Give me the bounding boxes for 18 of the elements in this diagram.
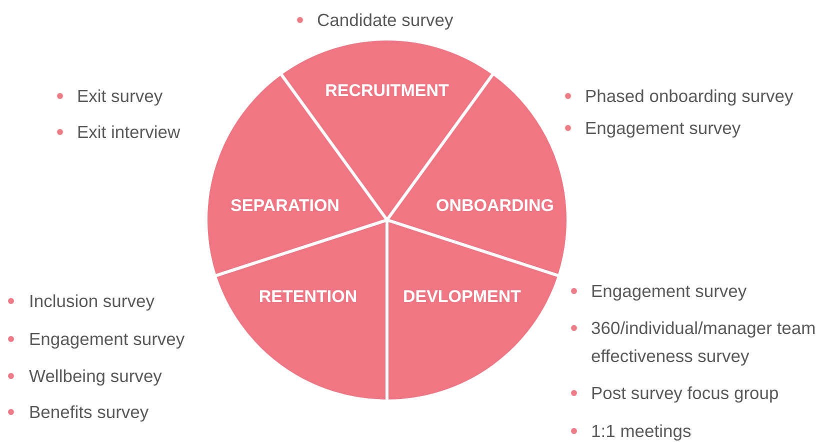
survey-item: Engagement survey (29, 328, 186, 351)
survey-item: Phased onboarding survey (585, 85, 794, 108)
segment-label: SEPARATION (230, 196, 340, 216)
survey-item: 360/individual/manager team effectiveness survey (591, 317, 817, 368)
survey-item: Candidate survey (317, 9, 454, 32)
segment-label: RECRUITMENT (325, 81, 449, 101)
survey-item: 1:1 meetings (591, 420, 692, 442)
segment-label: RETENTION (258, 287, 358, 307)
segment-label: ONBOARDING (436, 196, 554, 216)
survey-item: Exit interview (77, 121, 182, 144)
segment-label: DEVLOPMENT (402, 287, 522, 307)
survey-item: Benefits survey (29, 401, 150, 424)
survey-item: Post survey focus group (591, 382, 780, 405)
survey-item: Engagement survey (585, 117, 742, 140)
survey-item: Exit survey (77, 85, 164, 108)
survey-item: Wellbeing survey (29, 365, 163, 388)
survey-item: Engagement survey (591, 280, 748, 303)
survey-item: Inclusion survey (29, 290, 156, 313)
